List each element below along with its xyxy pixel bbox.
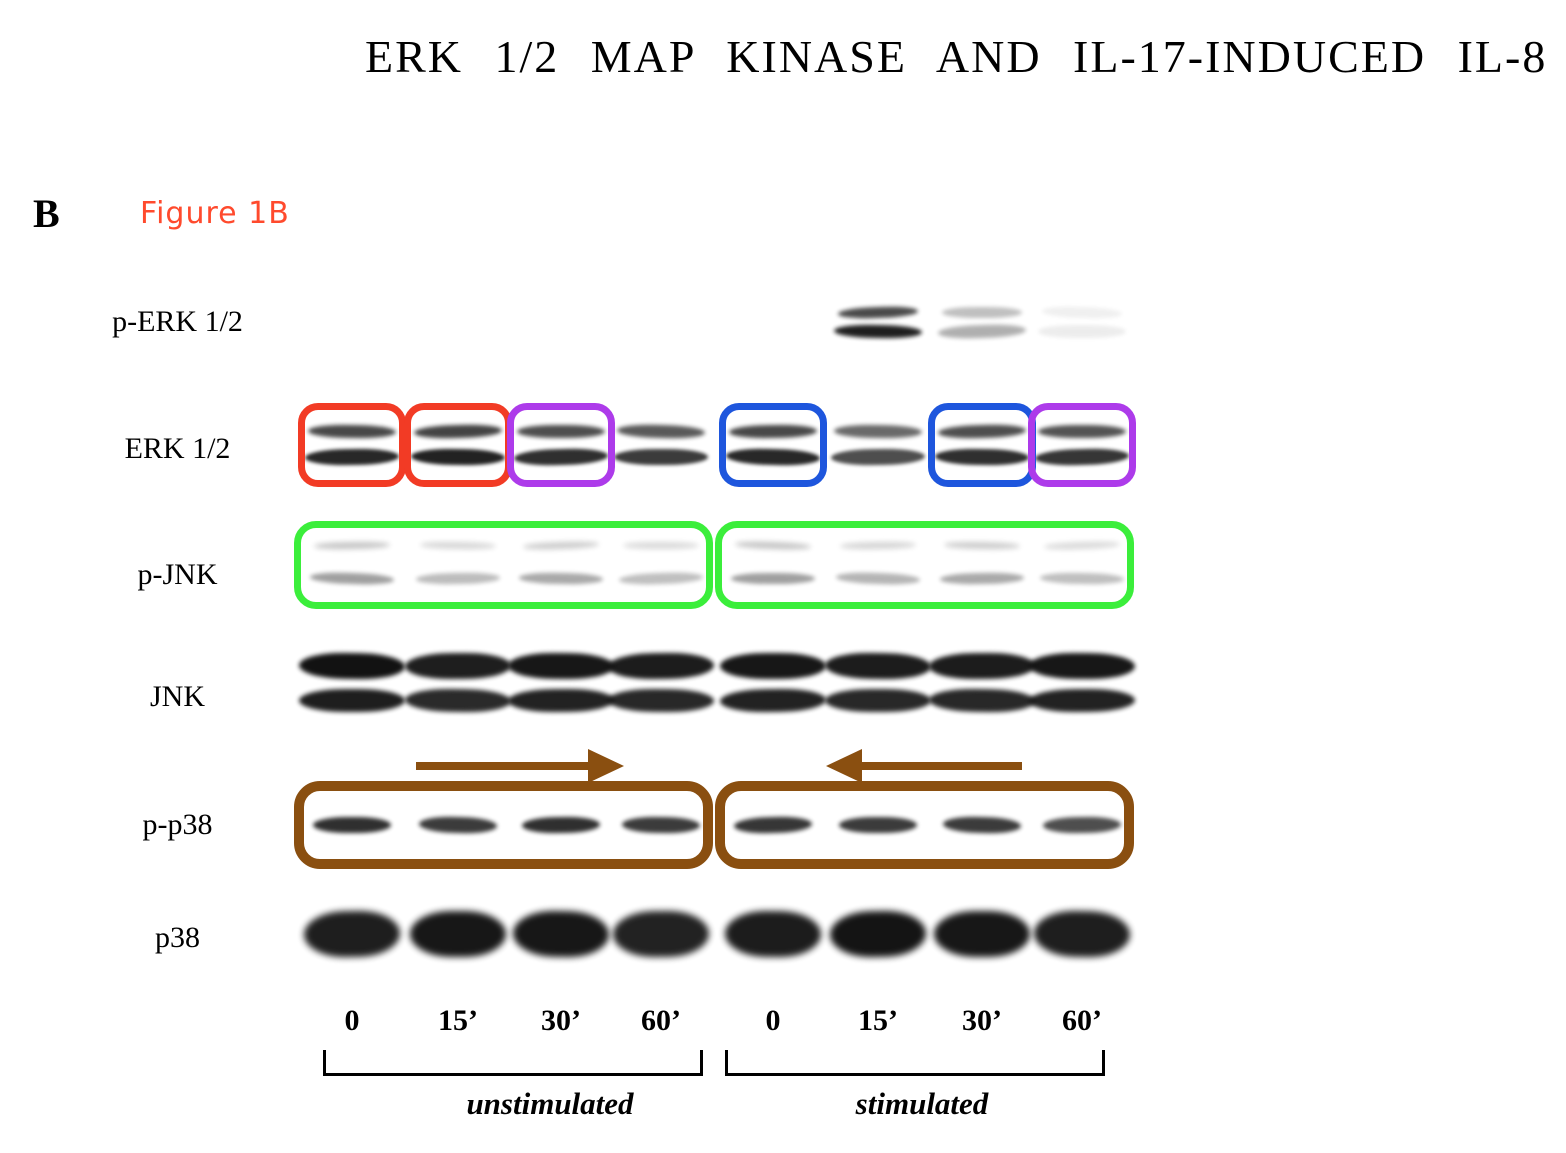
blot-band xyxy=(829,910,927,958)
blot-band xyxy=(623,541,699,549)
blot-band xyxy=(517,424,605,438)
blot-band xyxy=(303,910,401,958)
group-label-stimulated: stimulated xyxy=(855,1086,989,1121)
figure-label: Figure 1B xyxy=(140,196,290,231)
lane-time-label: 60’ xyxy=(1062,1004,1102,1037)
blot-band xyxy=(299,688,405,712)
bracket-stimulated xyxy=(725,1050,1105,1076)
paper-title: ERK 1/2 MAP KINASE AND IL-17-INDUCED IL-… xyxy=(365,31,1548,82)
blot-band xyxy=(839,817,917,833)
row-label-p-erk: p-ERK 1/2 xyxy=(112,305,243,338)
blot-band xyxy=(404,687,512,713)
lane-time-label: 60’ xyxy=(641,1004,681,1037)
lane-time-label: 15’ xyxy=(858,1004,898,1037)
lane-time-label: 30’ xyxy=(962,1004,1002,1037)
blot-band xyxy=(928,687,1036,713)
group-box-brown xyxy=(715,781,1134,869)
blot-band xyxy=(942,306,1022,318)
blot-band xyxy=(724,910,822,958)
blot-band xyxy=(612,910,710,958)
blot-band xyxy=(731,572,815,584)
blot-band xyxy=(937,322,1027,340)
erk-lane-box-blue xyxy=(719,403,827,487)
row-label-erk: ERK 1/2 xyxy=(124,432,231,465)
blot-band xyxy=(607,652,715,680)
group-box-green xyxy=(715,521,1134,609)
erk-lane-box-blue xyxy=(928,403,1036,487)
lane-time-label: 0 xyxy=(344,1004,360,1037)
erk-lane-box-purple xyxy=(507,403,615,487)
arrow-left-head xyxy=(826,749,862,783)
blot-band xyxy=(833,423,923,439)
blot-band xyxy=(830,448,926,466)
blot-band xyxy=(410,911,506,957)
blot-band xyxy=(616,423,706,439)
blot-band xyxy=(1028,688,1136,712)
group-label-unstimulated: unstimulated xyxy=(466,1086,634,1121)
blot-band xyxy=(934,911,1030,957)
blot-band xyxy=(298,652,406,680)
blot-band xyxy=(928,652,1036,680)
blot-band xyxy=(512,910,610,958)
blot-band xyxy=(1038,324,1126,338)
panel-label: B xyxy=(33,191,60,236)
lane-time-label: 0 xyxy=(765,1004,781,1037)
blot-band xyxy=(824,652,932,680)
blot-band xyxy=(313,817,391,833)
blot-band xyxy=(507,688,615,712)
group-box-brown xyxy=(294,781,713,869)
blot-band xyxy=(1041,305,1123,319)
blot-band xyxy=(837,305,919,319)
lane-time-label: 15’ xyxy=(438,1004,478,1037)
erk-lane-box-red xyxy=(404,403,512,487)
arrow-right-shaft xyxy=(416,762,590,770)
blot-band xyxy=(825,688,931,712)
group-box-green xyxy=(294,521,713,609)
blot-band xyxy=(719,687,827,713)
blot-band xyxy=(614,449,708,465)
blot-band xyxy=(404,652,512,680)
row-label-jnk: JNK xyxy=(149,680,205,713)
blot-band xyxy=(607,688,715,712)
bracket-unstimulated xyxy=(323,1050,703,1076)
row-label-p-jnk: p-JNK xyxy=(137,558,218,591)
erk-lane-box-red xyxy=(298,403,406,487)
blot-band xyxy=(1028,652,1136,680)
blot-band xyxy=(720,653,826,679)
blot-band xyxy=(507,652,615,680)
lane-time-label: 30’ xyxy=(541,1004,581,1037)
erk-lane-box-purple xyxy=(1028,403,1136,487)
row-label-p38: p38 xyxy=(155,921,200,954)
blot-band xyxy=(833,323,923,339)
arrow-left-shaft xyxy=(860,762,1022,770)
blot-band xyxy=(1038,424,1126,438)
blot-band xyxy=(1033,910,1131,958)
row-label-p-p38: p-p38 xyxy=(142,808,213,841)
arrow-right-head xyxy=(588,749,624,783)
